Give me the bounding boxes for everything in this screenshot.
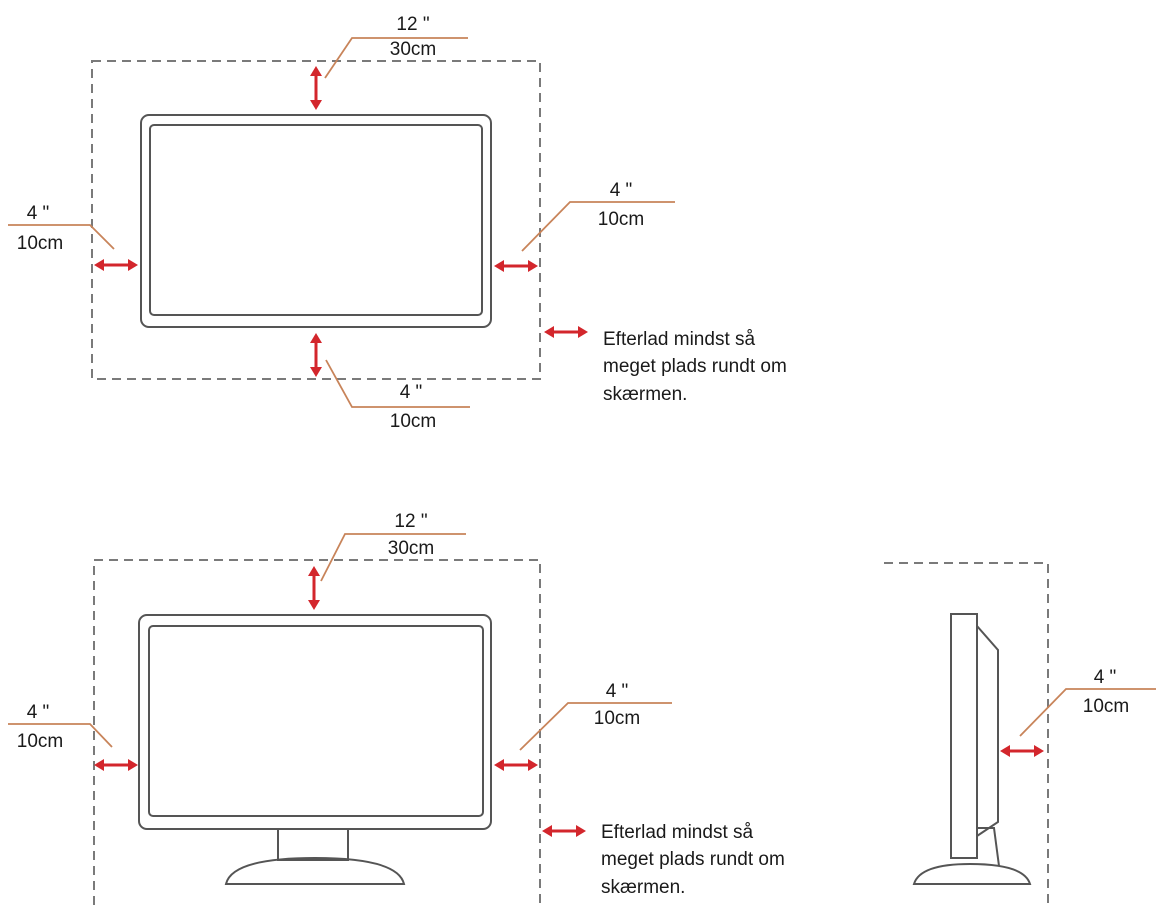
right-cm-label: 10cm bbox=[598, 209, 644, 230]
stand-side-neck bbox=[977, 827, 1000, 867]
right-inches-label: 4 " bbox=[606, 681, 629, 702]
monitor-side-panel bbox=[950, 613, 978, 859]
right-clearance-arrow bbox=[492, 757, 540, 773]
monitor-bezel bbox=[140, 114, 492, 328]
diagram-desk-side: 4 " 10cm bbox=[884, 562, 1156, 905]
note-line-1: Efterlad mindst så bbox=[603, 329, 755, 350]
left-clearance-arrow bbox=[92, 257, 140, 273]
left-inches-label: 4 " bbox=[27, 702, 50, 723]
right-leader-line bbox=[519, 702, 672, 751]
legend-arrow bbox=[542, 324, 590, 340]
right-cm-label: 10cm bbox=[594, 708, 640, 729]
note-line-3: skærmen. bbox=[601, 877, 685, 898]
legend-arrow bbox=[540, 823, 588, 839]
bottom-inches-label: 4 " bbox=[400, 382, 423, 403]
bottom-cm-label: 10cm bbox=[390, 411, 436, 432]
note-line-2: meget plads rundt om bbox=[601, 849, 785, 870]
bottom-leader-line bbox=[325, 359, 470, 408]
left-clearance-arrow bbox=[92, 757, 140, 773]
note-line-1: Efterlad mindst så bbox=[601, 822, 753, 843]
top-clearance-arrow bbox=[308, 64, 324, 112]
monitor-bezel bbox=[138, 614, 492, 830]
top-cm-label: 30cm bbox=[390, 39, 436, 60]
note-line-3: skærmen. bbox=[603, 384, 687, 405]
monitor-screen bbox=[148, 625, 484, 817]
rear-cm-label: 10cm bbox=[1083, 696, 1129, 717]
rear-clearance-arrow bbox=[998, 743, 1046, 759]
left-leader-line bbox=[8, 723, 113, 748]
stand-neck bbox=[277, 828, 349, 861]
clearance-boundary bbox=[91, 60, 541, 380]
top-leader-line bbox=[320, 533, 466, 582]
left-cm-label: 10cm bbox=[17, 731, 63, 752]
monitor-side-back bbox=[976, 625, 999, 837]
right-inches-label: 4 " bbox=[610, 180, 633, 201]
diagram-wall-mount: 12 " 30cm 4 " 10cm 4 " 10cm 4 " 10cm Eft… bbox=[8, 14, 787, 432]
rear-inches-label: 4 " bbox=[1094, 667, 1117, 688]
clearance-boundary bbox=[884, 562, 1049, 905]
right-clearance-arrow bbox=[492, 258, 540, 274]
top-inches-label: 12 " bbox=[396, 14, 429, 35]
stand-base bbox=[224, 856, 406, 885]
left-cm-label: 10cm bbox=[17, 233, 63, 254]
rear-leader-line bbox=[1019, 688, 1156, 737]
top-cm-label: 30cm bbox=[388, 538, 434, 559]
top-leader-line bbox=[324, 37, 468, 79]
left-leader-line bbox=[8, 224, 115, 250]
bottom-clearance-arrow bbox=[308, 331, 324, 379]
stand-side-base bbox=[912, 862, 1032, 885]
top-inches-label: 12 " bbox=[394, 511, 427, 532]
clearance-boundary bbox=[93, 559, 541, 905]
right-leader-line bbox=[521, 201, 675, 252]
diagram-desk-front: 12 " 30cm 4 " 10cm 4 " 10cm Efterlad min… bbox=[8, 511, 785, 905]
monitor-screen bbox=[149, 124, 483, 316]
top-clearance-arrow bbox=[306, 564, 322, 612]
left-inches-label: 4 " bbox=[27, 203, 50, 224]
note-line-2: meget plads rundt om bbox=[603, 356, 787, 377]
